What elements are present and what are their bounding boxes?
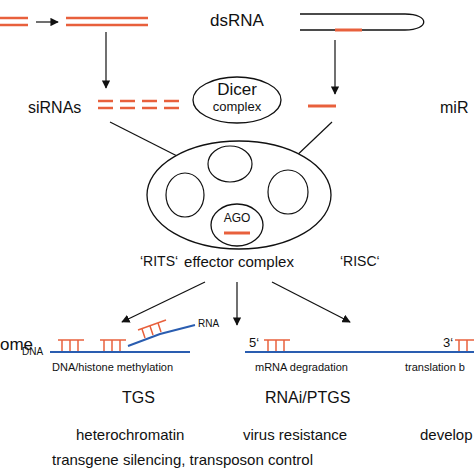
outline-ellipse — [193, 77, 281, 123]
sirna-pairing — [264, 340, 474, 351]
flow-arrow — [122, 282, 205, 322]
text-label: RNAi/PTGS — [265, 389, 350, 407]
text-label: DNA — [22, 346, 43, 357]
mrna-strand — [245, 351, 474, 353]
flow-arrow — [236, 282, 237, 325]
dsrna-duplex — [66, 18, 148, 25]
node-label: Dicer complex — [202, 81, 272, 114]
node-label: AGO — [210, 212, 264, 225]
flow-arrow — [110, 122, 185, 160]
text-label: transgene silencing, transposon control — [52, 452, 313, 469]
argonaute-protein: AGO — [210, 203, 264, 247]
text-label: virus resistance — [243, 427, 347, 444]
guide-rna — [224, 232, 250, 235]
sirna-pairing — [58, 320, 166, 351]
text-label: 5‘ — [249, 336, 259, 350]
text-label: translation b — [405, 361, 465, 373]
text-label: mRNA degradation — [255, 361, 348, 373]
text-label: dsRNA — [210, 12, 264, 31]
dna-strand — [50, 351, 190, 353]
sirna-dashes — [98, 101, 179, 108]
text-label: ‘RISC‘ — [340, 254, 380, 269]
dicer-complex: Dicer complex — [192, 76, 282, 124]
outline-ellipse — [147, 141, 331, 249]
sirna-duplex-short — [0, 18, 28, 25]
subunit-circle — [268, 170, 308, 214]
text-label: heterochromatin — [76, 427, 184, 444]
text-label: RNA — [198, 318, 219, 329]
flow-arrow — [334, 40, 335, 94]
mirna-strand — [308, 105, 336, 108]
text-label: miR — [440, 99, 468, 117]
text-label: 3‘ — [443, 336, 453, 350]
text-label: TGS — [122, 389, 155, 407]
text-label: DNA/histone methylation — [52, 361, 173, 373]
text-label: siRNAs — [28, 99, 81, 117]
flow-arrow — [36, 21, 58, 22]
mirna-segment — [335, 29, 362, 32]
text-label: ‘RITS‘ — [140, 254, 178, 269]
outline-ellipse — [211, 204, 263, 246]
subunit-circle — [208, 146, 252, 182]
flow-arrow — [272, 282, 350, 322]
flow-arrow — [105, 32, 106, 88]
hairpin-rna — [300, 14, 424, 30]
text-label: develop — [420, 427, 473, 444]
nascent-rna — [128, 325, 195, 346]
subunit-circle — [166, 173, 204, 217]
